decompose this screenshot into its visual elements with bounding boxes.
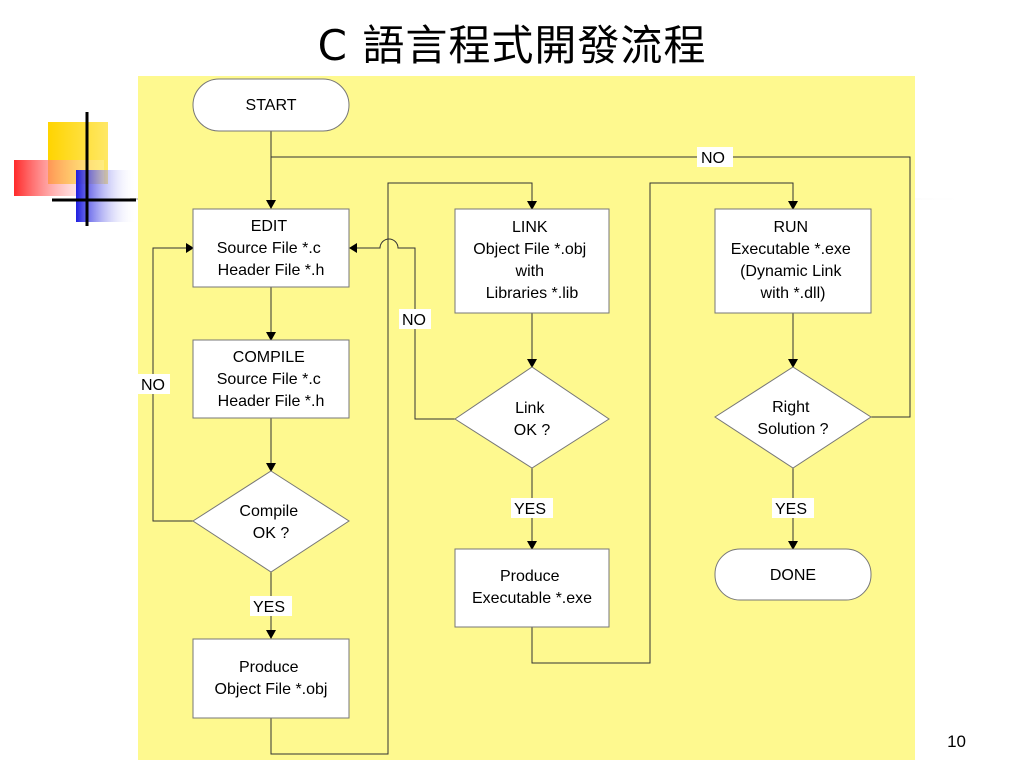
link-label: LINK Object File *.obj with Libraries *.… (473, 219, 590, 302)
link-ok-label: Link OK ? (514, 400, 551, 439)
compile-no-label: NO (141, 377, 165, 394)
obj-to-link-connector (270, 182, 533, 755)
compile-node: COMPILE Source File *.c Header File *.h (192, 339, 350, 419)
arrow-into-edit (266, 200, 276, 209)
arrow-compile-no-into-edit (186, 243, 194, 253)
arrow-into-link (527, 201, 537, 210)
link-ok-decision: Link OK ? (454, 366, 610, 469)
compile-ok-label: Compile OK ? (239, 503, 302, 542)
edge-labels: NO YES NO YES NO YES (138, 147, 814, 616)
arrow-into-link-decision (527, 359, 537, 368)
arrow-into-compile-decision (266, 463, 276, 472)
start-node: START (192, 78, 350, 132)
arrowheads (186, 200, 798, 639)
link-no-label: NO (402, 312, 426, 329)
page-number: 10 (947, 732, 966, 751)
connectors (152, 131, 911, 755)
arrow-into-compile (266, 332, 276, 341)
run-label: RUN Executable *.exe (Dynamic Link with … (731, 219, 856, 302)
arrow-link-no-into-edit (349, 243, 357, 253)
slide-title: C 語言程式開發流程 (317, 21, 707, 70)
arrow-into-run-decision (788, 359, 798, 368)
arrow-into-done (788, 541, 798, 550)
run-node: RUN Executable *.exe (Dynamic Link with … (714, 208, 872, 314)
produce-exe-node: Produce Executable *.exe (454, 548, 610, 628)
link-node: LINK Object File *.obj with Libraries *.… (454, 208, 610, 314)
run-no-label: NO (701, 150, 725, 167)
compile-label: COMPILE Source File *.c Header File *.h (217, 349, 326, 410)
done-node: DONE (714, 548, 872, 601)
run-yes-label: YES (775, 501, 807, 518)
right-solution-label: Right Solution ? (757, 399, 828, 438)
right-solution-decision: Right Solution ? (714, 366, 872, 469)
arrow-into-produce-exe (527, 541, 537, 550)
start-label: START (246, 97, 297, 114)
done-label: DONE (770, 567, 816, 584)
produce-obj-node: Produce Object File *.obj (192, 638, 350, 719)
produce-exe-label: Produce Executable *.exe (472, 568, 592, 607)
compile-ok-decision: Compile OK ? (192, 470, 350, 573)
arrow-into-run (788, 201, 798, 210)
link-no-loop-connector (357, 238, 455, 420)
edit-label: EDIT Source File *.c Header File *.h (217, 218, 326, 279)
arrow-into-produce-obj (266, 630, 276, 639)
exe-to-run-connector (531, 182, 794, 664)
compile-yes-label: YES (253, 599, 285, 616)
produce-obj-label: Produce Object File *.obj (215, 659, 328, 698)
edit-node: EDIT Source File *.c Header File *.h (192, 208, 350, 288)
link-yes-label: YES (514, 501, 546, 518)
run-no-loop-connector (271, 156, 911, 418)
